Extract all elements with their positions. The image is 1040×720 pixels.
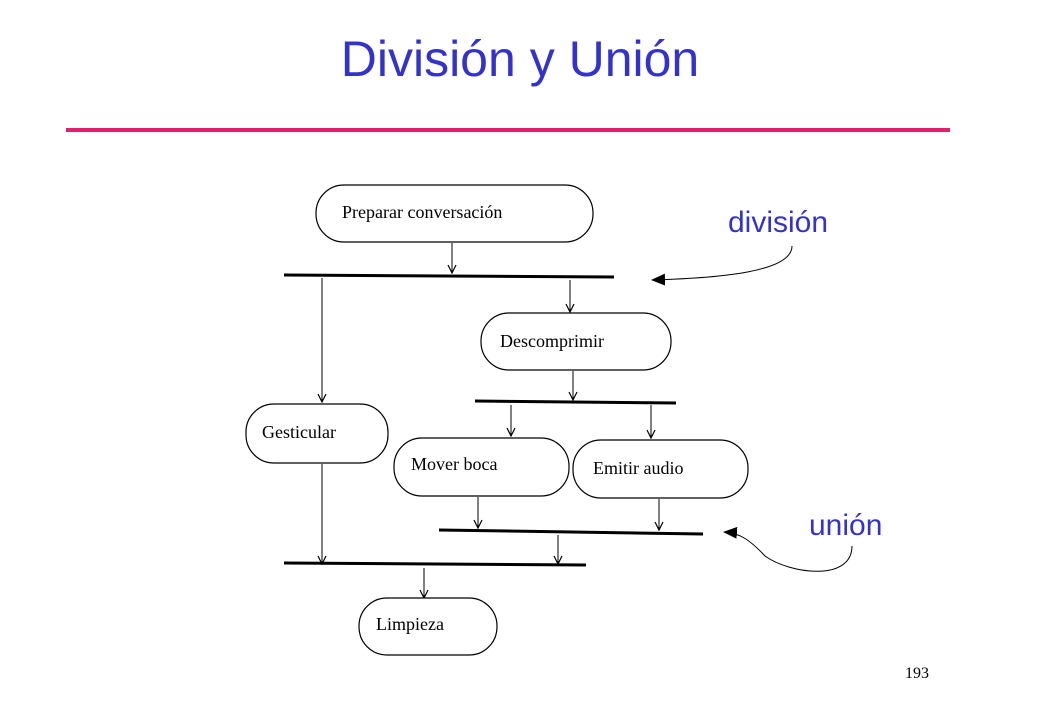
- node-descomprimir: Descomprimir: [480, 312, 672, 371]
- callout-arrow: [723, 526, 853, 572]
- node-emitir-audio: Emitir audio: [572, 439, 749, 499]
- join-bar: [438, 528, 704, 536]
- node-label: Emitir audio: [593, 458, 683, 478]
- callout-union: unión: [723, 509, 882, 572]
- callout-arrow: [651, 245, 793, 286]
- node-gesticular: Gesticular: [245, 403, 389, 464]
- node-label: Descomprimir: [500, 331, 604, 351]
- callout-division: división: [651, 206, 828, 286]
- node-limpieza: Limpieza: [358, 597, 498, 656]
- node-label: Limpieza: [376, 614, 444, 634]
- node-preparar-conversacion: Preparar conversación: [315, 184, 594, 243]
- fork-bar: [283, 273, 615, 279]
- fork-bar: [474, 399, 677, 405]
- node-label: Preparar conversación: [342, 202, 502, 222]
- title-underline: [66, 128, 950, 132]
- join-bar: [283, 561, 587, 567]
- page-number: 193: [905, 665, 929, 682]
- node-label: Mover boca: [411, 454, 497, 474]
- callout-label: división: [728, 206, 828, 239]
- node-label: Gesticular: [262, 422, 336, 442]
- slide-title: División y Unión: [340, 31, 700, 87]
- callout-label: unión: [809, 509, 882, 542]
- node-mover-boca: Mover boca: [393, 437, 570, 497]
